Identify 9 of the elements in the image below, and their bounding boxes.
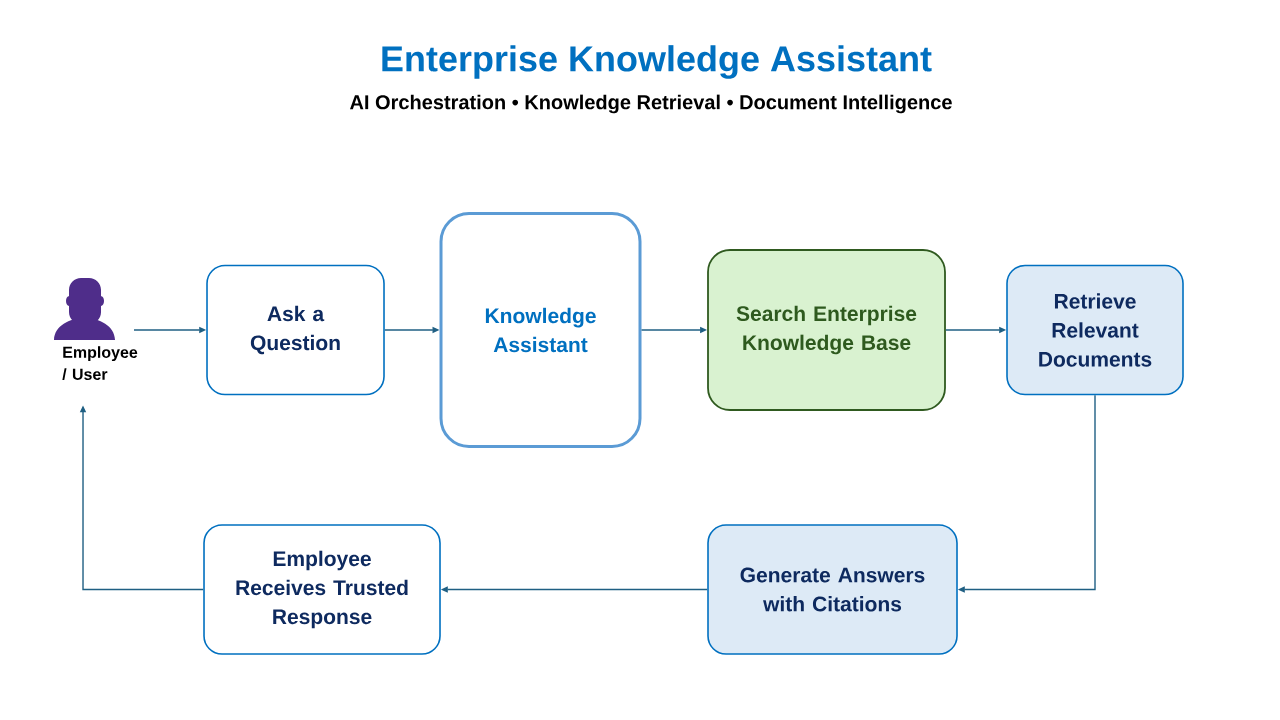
user-label: Employee / User (62, 346, 138, 381)
title: Enterprise Knowledge Assistant (382, 45, 932, 79)
process-box: Employee Receives Trusted Response (203, 524, 441, 655)
process-box: Retrieve Relevant Documents (1006, 264, 1184, 396)
process-box: Generate Answers with Citations (707, 524, 958, 655)
process-box: Ask a Question (206, 264, 385, 396)
process-box: Knowledge Assistant (439, 212, 642, 448)
subtitle: AI Orchestration • Knowledge Retrieval • Document Intelligence (350, 94, 952, 114)
process-box: Search Enterprise Knowledge Base (707, 249, 946, 411)
